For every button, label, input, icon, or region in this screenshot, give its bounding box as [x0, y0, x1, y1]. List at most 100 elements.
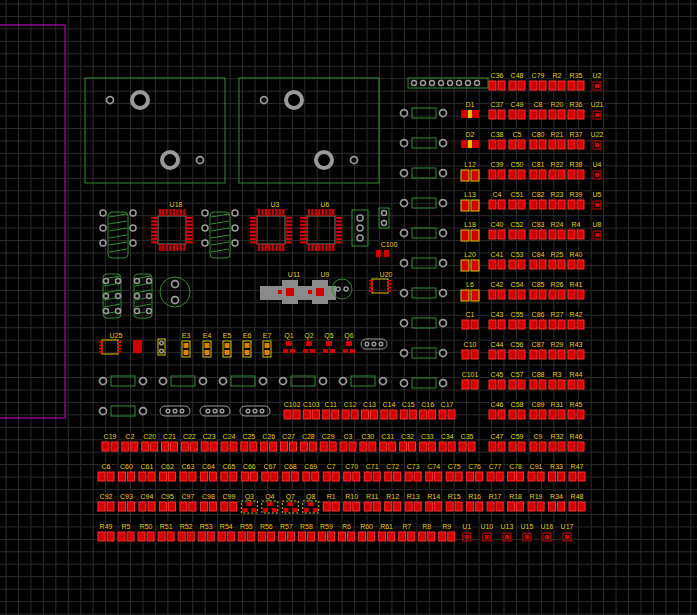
sot-pad — [595, 173, 599, 177]
reference-designator: C42 — [490, 281, 505, 288]
smd-pad — [577, 230, 584, 239]
smd-pad — [489, 81, 496, 90]
reference-designator: C78 — [508, 463, 523, 470]
jumper-outline — [243, 341, 251, 357]
sot-pad — [505, 535, 509, 539]
smd-pad — [139, 472, 146, 481]
chip-pad — [166, 209, 168, 216]
axial-part-outline — [111, 406, 135, 416]
through-hole-pad — [206, 409, 210, 413]
chip-pad — [300, 217, 307, 219]
smd-pad — [498, 260, 505, 269]
smd-pad — [558, 350, 565, 359]
reference-designator: C5 — [512, 131, 523, 138]
through-hole-pad — [253, 409, 257, 413]
smd-pad — [568, 320, 575, 329]
chip-pad — [173, 209, 175, 216]
grid-line — [30, 0, 31, 615]
reference-designator: C83 — [531, 221, 546, 228]
smd-pad — [323, 472, 330, 481]
smd-pad — [528, 502, 535, 511]
inductor-winding — [211, 235, 229, 238]
smd-pad — [348, 532, 355, 541]
reference-designator: R14 — [426, 493, 441, 500]
smd-pad — [549, 170, 556, 179]
reference-designator: C33 — [420, 433, 435, 440]
smd-pad — [549, 350, 556, 359]
chip-pad — [176, 209, 178, 216]
smd-pad — [293, 410, 300, 419]
reference-designator: R2 — [552, 72, 563, 79]
smd-pad — [558, 200, 565, 209]
smd-pad — [405, 502, 412, 511]
smd-pad — [270, 442, 277, 451]
smd-pad — [489, 350, 496, 359]
sot-outline — [543, 533, 551, 541]
jumper-outline — [182, 341, 190, 357]
grid-line — [0, 589, 697, 590]
chip-pad — [322, 209, 324, 216]
chip-pad — [268, 244, 270, 251]
reference-designator: C79 — [531, 72, 546, 79]
grid-line — [516, 0, 517, 615]
smd-pad — [518, 200, 525, 209]
diode-pad — [461, 110, 479, 118]
reference-designator: C59 — [510, 433, 525, 440]
reference-designator: C92 — [99, 493, 114, 500]
through-hole-pad — [401, 320, 408, 327]
inductor-outline — [134, 274, 152, 318]
smd-pad — [353, 502, 360, 511]
smd-pad — [462, 380, 469, 389]
reference-designator: C84 — [531, 251, 546, 258]
smd-pad — [209, 472, 216, 481]
reference-designator: R18 — [508, 493, 523, 500]
reference-designator: C63 — [180, 463, 195, 470]
chip-pad — [151, 227, 158, 229]
chip-pad — [315, 244, 317, 251]
smd-pad — [517, 502, 524, 511]
through-hole-pad — [220, 378, 227, 385]
smd-pad — [489, 380, 496, 389]
through-hole-pad — [344, 287, 348, 291]
through-hole-pad — [401, 110, 408, 117]
reference-designator: C29 — [321, 433, 336, 440]
smd-pad — [549, 442, 556, 451]
ic-pad — [387, 283, 391, 285]
grid-line — [0, 203, 697, 204]
smd-pad — [187, 532, 194, 541]
smd-pad — [558, 502, 565, 511]
reference-designator: R45 — [569, 401, 584, 408]
smd-pad — [368, 532, 375, 541]
transistor-pad — [263, 508, 268, 512]
smd-pad — [498, 200, 505, 209]
smd-pad — [508, 502, 515, 511]
smd-pad — [577, 350, 584, 359]
smd-pad — [518, 140, 525, 149]
sot-pad — [595, 113, 599, 117]
reference-designator: C46 — [490, 401, 505, 408]
reference-designator: C66 — [242, 463, 257, 470]
axial-part-outline — [291, 376, 315, 386]
smd-pad — [429, 410, 436, 419]
inductor-winding — [135, 290, 151, 293]
grid-line — [0, 327, 697, 328]
grid-line — [0, 265, 697, 266]
smd-pad — [428, 532, 435, 541]
chip-pad — [285, 241, 292, 243]
chip-pad — [250, 227, 257, 229]
smd-pad — [539, 350, 546, 359]
reference-designator: Q2 — [303, 332, 314, 339]
smd-pad — [230, 472, 237, 481]
smd-pad — [498, 380, 505, 389]
grid-line — [0, 389, 697, 390]
smd-pad — [577, 410, 584, 419]
ic-pad — [387, 280, 391, 282]
through-hole-pad — [261, 97, 268, 104]
sot-outline — [483, 533, 491, 541]
reference-designator: E6 — [242, 332, 253, 339]
transistor-pad — [286, 288, 294, 296]
reference-designator: C11 — [324, 401, 338, 408]
smd-pad — [327, 532, 334, 541]
smd-pad — [312, 472, 319, 481]
chip-pad — [282, 209, 284, 216]
